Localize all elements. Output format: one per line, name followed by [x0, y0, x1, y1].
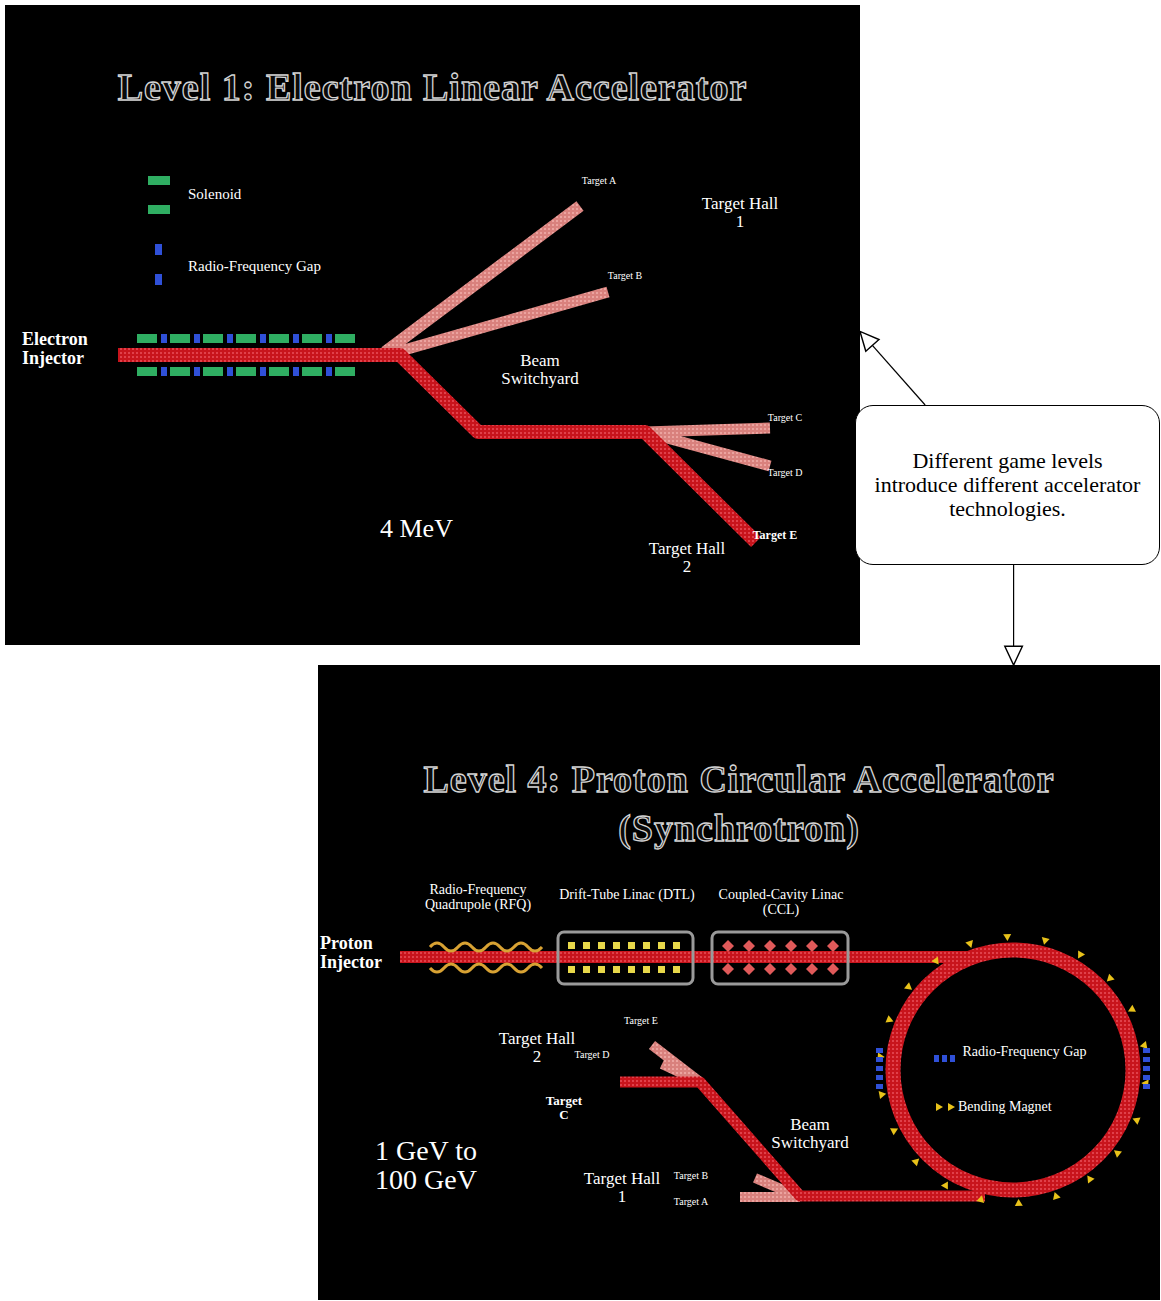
- annotation-label: Target C: [540, 1094, 588, 1121]
- annotation-label: Target A: [581, 176, 617, 187]
- annotation-label: Target D: [766, 468, 804, 479]
- annotation-label: Drift-Tube Linac (DTL): [553, 888, 701, 903]
- annotation-label: Solenoid: [188, 187, 241, 203]
- callout-arrow: [860, 331, 925, 405]
- annotation-label: Proton Injector: [320, 934, 400, 972]
- annotation-label: Radio-Frequency Gap: [188, 259, 321, 275]
- annotation-label: Radio-Frequency Gap: [962, 1045, 1087, 1060]
- annotation-label: Target Hall 2: [496, 1030, 578, 1066]
- annotation-label: Bending Magnet: [958, 1100, 1052, 1115]
- annotation-label: Target Hall 2: [645, 540, 729, 576]
- level-title: Level 4: Proton Circular Accelerator (Sy…: [358, 755, 1120, 854]
- screen-panel: Level 1: Electron Linear Accelerator: [5, 5, 860, 645]
- annotation-label: Target B: [607, 271, 643, 282]
- callout-bubble: Different game levels introduce differen…: [855, 405, 1160, 565]
- screen-panel: Level 4: Proton Circular Accelerator (Sy…: [318, 665, 1160, 1300]
- annotation-label: Target A: [672, 1197, 710, 1208]
- annotation-label: Target C: [766, 413, 804, 424]
- annotation-label: Target Hall 1: [580, 1170, 664, 1206]
- annotation-label: Target B: [672, 1171, 710, 1182]
- annotation-label: Target E: [752, 529, 798, 542]
- annotation-label: 4 MeV: [380, 515, 453, 542]
- annotation-label: Beam Switchyard: [488, 352, 592, 388]
- level-title: Level 1: Electron Linear Accelerator: [45, 63, 820, 112]
- annotation-label: Target E: [622, 1016, 660, 1027]
- annotation-label: 1 GeV to 100 GeV: [356, 1136, 496, 1195]
- annotation-label: Beam Switchyard: [758, 1116, 862, 1152]
- callout-arrow: [1013, 565, 1014, 665]
- callout-text: Different game levels introduce differen…: [856, 441, 1159, 530]
- annotation-label: Radio-Frequency Quadrupole (RFQ): [396, 883, 560, 912]
- annotation-label: Target Hall 1: [698, 195, 782, 231]
- annotation-label: Electron Injector: [22, 330, 117, 368]
- annotation-label: Target D: [573, 1050, 611, 1061]
- annotation-label: Coupled-Cavity Linac (CCL): [706, 888, 856, 917]
